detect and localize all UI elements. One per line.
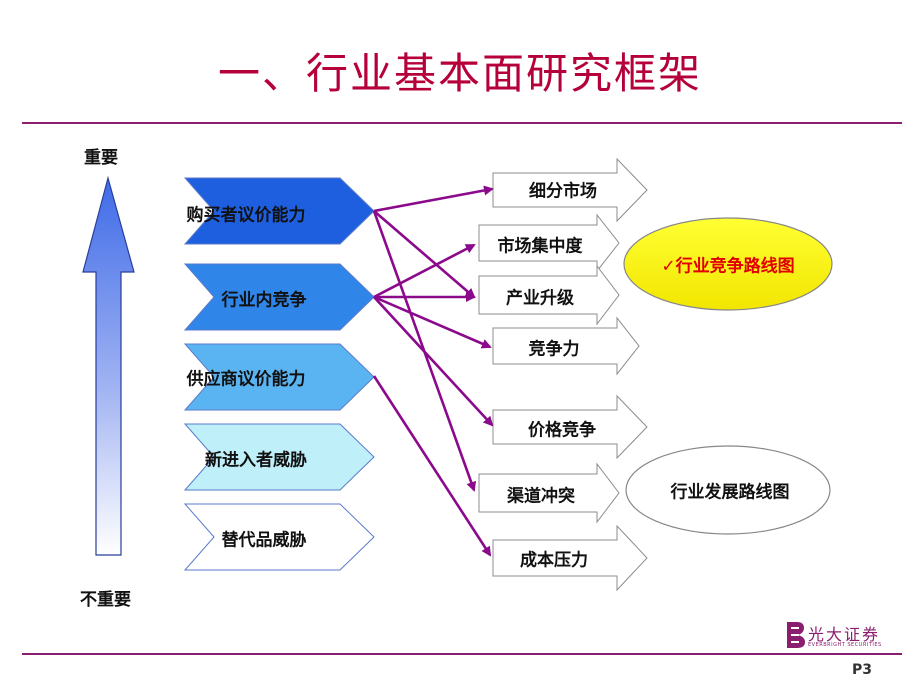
company-logo: 光大证券 EVERBRIGHT SECURITIES	[786, 620, 906, 652]
factor-arrow-1	[478, 213, 620, 273]
importance-axis-arrow	[82, 175, 135, 556]
force-chevron-4	[183, 503, 375, 571]
factor-label-upgrade: 产业升级	[506, 288, 574, 309]
factor-label-competitiveness: 竞争力	[528, 339, 580, 360]
outcome-ellipse-development	[625, 445, 831, 535]
axis-bottom-label: 不重要	[80, 590, 131, 610]
title-divider	[22, 122, 902, 124]
factor-arrows	[478, 157, 648, 592]
factor-arrow-4	[492, 394, 648, 460]
logo-mark-icon	[787, 622, 805, 648]
connector-arrow-1	[373, 210, 476, 299]
outcome-label-competition: ✓行业竞争路线图	[661, 256, 795, 277]
connector-arrow-7	[372, 375, 492, 557]
force-chevron-3	[183, 423, 375, 491]
logo-subtitle: EVERBRIGHT SECURITIES	[808, 642, 882, 648]
page-title: 一、行业基本面研究框架	[217, 49, 702, 98]
footer-divider	[22, 653, 902, 655]
force-label-supplier-power: 供应商议价能力	[186, 369, 306, 390]
logo-name: 光大证券	[808, 625, 881, 644]
connector-arrow-0	[373, 185, 494, 213]
connector-arrow-5	[373, 295, 492, 349]
factor-arrow-2	[478, 264, 620, 326]
page-number: P3	[852, 662, 873, 678]
connector-arrow-3	[373, 243, 476, 299]
axis-top-label: 重要	[84, 148, 118, 168]
force-label-substitutes: 替代品威胁	[221, 530, 307, 551]
factor-label-concentration: 市场集中度	[497, 236, 583, 257]
outcome-ellipse-competition	[623, 217, 833, 311]
factor-arrow-0	[492, 157, 648, 223]
factor-label-cost-pressure: 成本压力	[520, 550, 588, 571]
force-chevron-1	[183, 263, 375, 331]
factor-arrow-6	[492, 524, 648, 592]
force-chevron-0	[183, 177, 375, 245]
force-connectors	[372, 185, 494, 557]
factor-arrow-5	[478, 462, 620, 524]
force-label-buyer-power: 购买者议价能力	[186, 205, 306, 226]
force-chevrons	[183, 177, 375, 571]
force-chevron-2	[183, 343, 375, 411]
factor-label-price-competition: 价格竞争	[528, 420, 596, 441]
connector-arrow-6	[373, 296, 494, 427]
factor-label-segment: 细分市场	[529, 181, 597, 202]
force-label-new-entrants: 新进入者威胁	[205, 450, 307, 471]
factor-arrow-3	[492, 316, 640, 376]
factor-label-channel-conflict: 渠道冲突	[507, 486, 575, 507]
force-label-rivalry: 行业内竞争	[221, 290, 307, 311]
outcome-label-development: 行业发展路线图	[670, 482, 790, 503]
